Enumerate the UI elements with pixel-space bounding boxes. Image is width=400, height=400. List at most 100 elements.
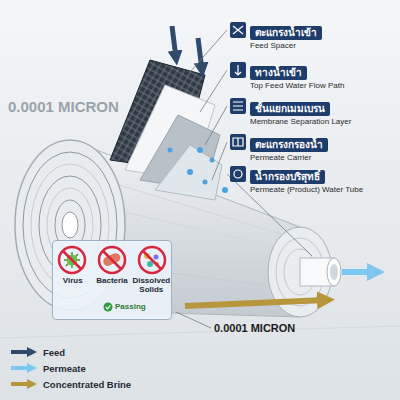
thai-label: ทางน้ำเข้า [250, 66, 307, 80]
legend-arrow [11, 350, 29, 354]
solids-icon [139, 247, 165, 273]
solids-icon [154, 255, 159, 260]
solids-icon [147, 261, 153, 267]
callout-icon [233, 102, 243, 110]
english-label: Permeate (Product) Water Tube [250, 185, 363, 194]
legend-arrow [27, 363, 37, 373]
legend-label: Concentrated Brine [43, 379, 131, 390]
product-water-tube [330, 264, 338, 280]
legend-arrow [11, 366, 29, 370]
water-molecule [222, 187, 228, 193]
thai-label: ตะแกรงกรองน้ำ [250, 138, 328, 152]
spiral-end [62, 212, 78, 238]
callout-icon [235, 65, 241, 75]
legend-arrow [27, 379, 37, 389]
flow-arrow [185, 300, 326, 306]
callout-label: ทางน้ำเข้าTop Feed Water Flow Path [250, 62, 344, 90]
leader-line [205, 106, 227, 145]
water-molecule [210, 158, 215, 163]
check-icon [104, 302, 113, 311]
flow-arrow [185, 272, 376, 306]
product-water-tube [300, 258, 341, 286]
callout-label: ตะแกรงน้ำเข้าFeed Spacer [250, 22, 322, 50]
callout-icon [230, 22, 246, 38]
virus-icon [67, 255, 78, 266]
legend-entry: Permeate [10, 362, 86, 374]
contaminant-name: Virus [53, 277, 92, 295]
water-molecule [187, 169, 193, 175]
contaminant-row: VirusBacteriaDissolved Solids [53, 277, 171, 295]
english-label: Membrane Separation Layer [250, 117, 351, 126]
water-molecule [168, 147, 229, 193]
solids-icon [144, 253, 150, 259]
english-label: Feed Spacer [250, 41, 322, 50]
legend-entry: Feed [10, 346, 65, 358]
leader-line [190, 30, 227, 72]
check-icon [104, 302, 113, 311]
legend-arrow [10, 346, 38, 358]
legend-entry: Concentrated Brine [10, 378, 131, 390]
filter-panel: VirusBacteriaDissolved SolidsPassing [52, 240, 172, 320]
feed-arrow [198, 38, 202, 70]
status-label: Passing [115, 303, 146, 312]
solids-icon [139, 247, 165, 273]
bacteria-icon [103, 251, 121, 269]
virus-icon [59, 247, 85, 273]
check-icon [106, 305, 111, 308]
legend-arrow [10, 362, 38, 374]
feed-arrow [172, 26, 176, 58]
callout-icon [230, 134, 246, 150]
callout-label: ตะแกรงกรองน้ำPermeate Carrier [250, 134, 328, 162]
legend-arrow [27, 347, 37, 357]
leader-line [212, 142, 227, 180]
solids-icon [143, 251, 161, 269]
water-molecule [168, 148, 173, 153]
english-label: Top Feed Water Flow Path [250, 81, 344, 90]
size-label: 0.0001 MICRON [8, 98, 119, 115]
background [0, 326, 400, 338]
water-molecule [197, 147, 203, 153]
bacteria-icon [102, 252, 122, 268]
callout-icon [230, 166, 246, 182]
legend-label: Permeate [43, 363, 86, 374]
callout-icon [230, 22, 246, 182]
bacteria-icon [99, 247, 125, 273]
callout-icon [230, 98, 246, 114]
callout-label: น้ำกรองบริสุทธิ์Permeate (Product) Water… [250, 166, 363, 194]
membrane-sheet [155, 145, 222, 200]
virus-icon [64, 252, 80, 268]
product-water-tube [327, 258, 341, 286]
leader-line [200, 70, 227, 112]
legend-arrow [11, 382, 29, 386]
flow-arrow [342, 269, 376, 275]
membrane-sheet [110, 60, 222, 200]
callout-icon [234, 170, 242, 178]
thai-label: ตะแกรงน้ำเข้า [250, 26, 322, 40]
bacteria-icon [99, 247, 125, 273]
virus-icon [63, 251, 81, 269]
virus-icon [59, 247, 85, 273]
thai-label: ชั้นแยกเมมเบรน [250, 102, 330, 116]
contaminant-name: Bacteria [92, 277, 131, 295]
size-label: 0.0001 MICRON [214, 322, 295, 334]
english-label: Permeate Carrier [250, 153, 328, 162]
callout-label: ชั้นแยกเมมเบรนMembrane Separation Layer [250, 98, 351, 126]
callout-icon [233, 138, 243, 146]
callout-icon [230, 62, 246, 78]
thai-label: น้ำกรองบริสุทธิ์ [250, 170, 325, 184]
solids-icon [155, 262, 159, 266]
water-molecule [203, 180, 208, 185]
contaminant-name: Dissolved Solids [132, 277, 171, 295]
legend-arrow [10, 378, 38, 390]
leader-line [176, 312, 211, 328]
legend-label: Feed [43, 347, 65, 358]
callout-icon [233, 26, 243, 34]
status-row: Passing [53, 295, 171, 313]
